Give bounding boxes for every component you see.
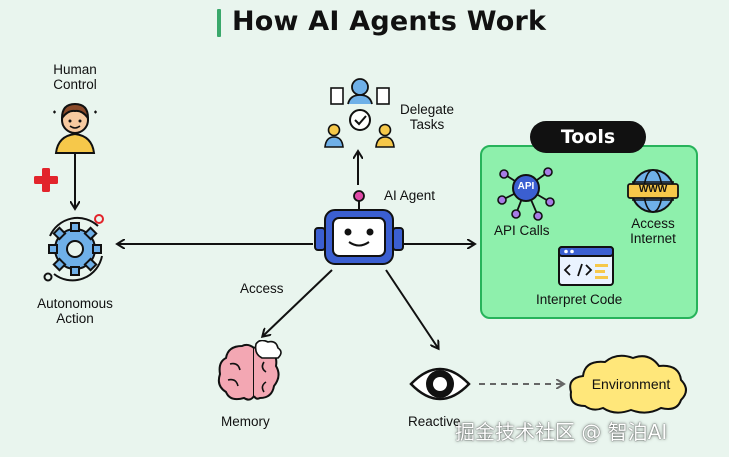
code-window-icon <box>558 246 614 286</box>
delegate-tasks-text: Delegate Tasks <box>399 102 455 132</box>
brain-icon <box>217 340 282 401</box>
api-network-icon <box>497 167 555 221</box>
ai-agent-label: AI Agent <box>384 188 436 203</box>
reactive-label: Reactive <box>408 414 461 429</box>
environment-label: Environment <box>591 376 671 392</box>
delegate-tasks-icon <box>324 78 395 148</box>
interpret-code-label: Interpret Code <box>536 292 623 307</box>
access-internet-text: Access Internet <box>630 216 676 246</box>
autonomous-action-label: Autonomous Action <box>26 296 124 326</box>
api-calls-label: API Calls <box>494 223 550 238</box>
eye-icon <box>409 367 471 401</box>
gear-cycle-icon <box>43 214 104 282</box>
human-control-label: Human Control <box>44 62 106 92</box>
cloud-icon <box>569 354 687 414</box>
globe-icon <box>627 169 679 213</box>
tools-header: Tools <box>530 121 646 153</box>
access-internet-label: Access Internet <box>620 216 686 246</box>
autonomous-action-text: Autonomous Action <box>37 296 113 326</box>
memory-label: Memory <box>221 414 270 429</box>
api-icon-text: API <box>517 181 535 192</box>
plus-icon <box>34 168 58 192</box>
delegate-tasks-label: Delegate Tasks <box>397 102 457 132</box>
www-icon-text: WWW <box>638 184 668 195</box>
watermark-text: 掘金技术社区 @ 智泊AI <box>455 420 668 444</box>
arrow-agent-to-reactive <box>385 269 438 348</box>
robot-icon <box>314 190 404 265</box>
arrow-agent-to-memory <box>263 269 333 336</box>
human-control-text: Human Control <box>53 62 97 92</box>
access-label: Access <box>240 281 284 296</box>
page-title: How AI Agents Work <box>232 6 547 37</box>
title-accent-bar <box>217 9 221 37</box>
human-avatar-icon <box>53 102 97 154</box>
